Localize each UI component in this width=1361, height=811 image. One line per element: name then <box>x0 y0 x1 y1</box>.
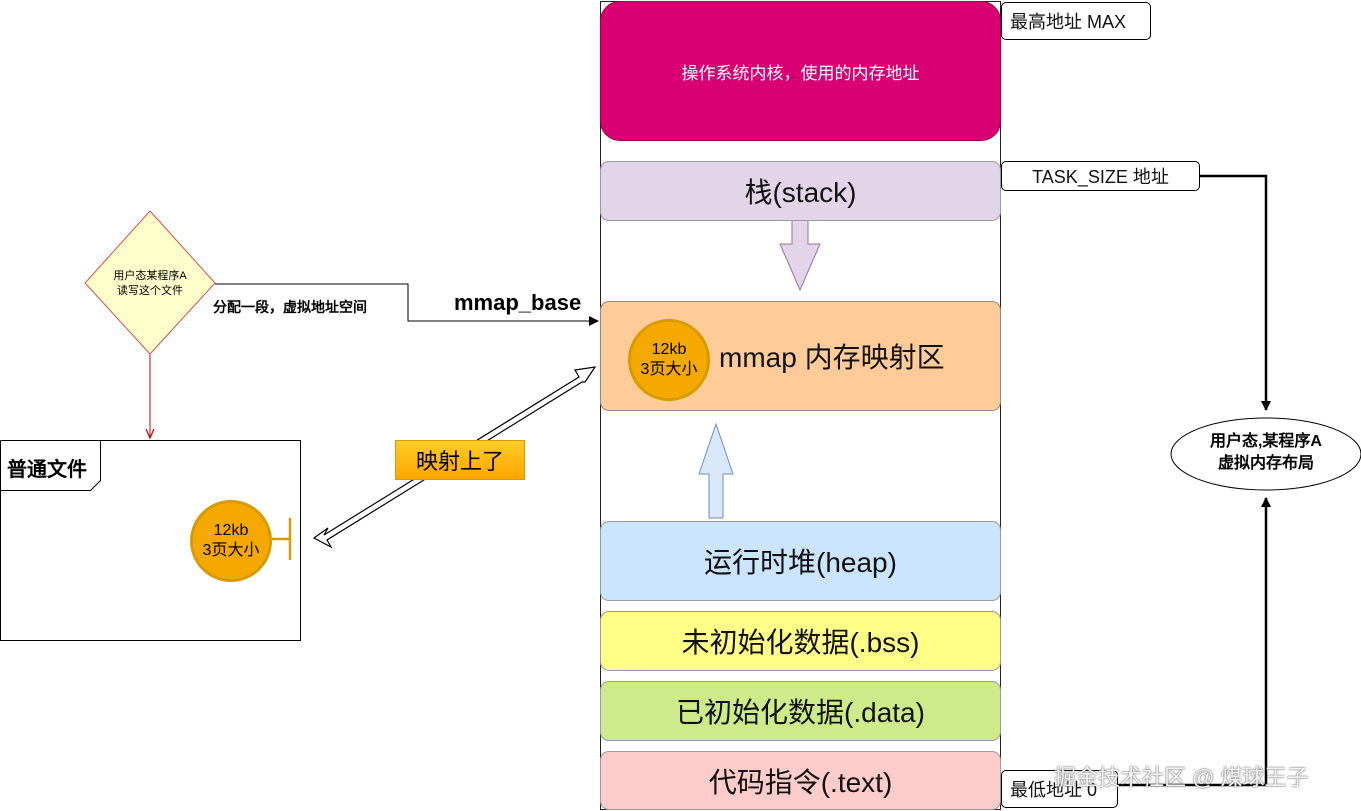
kernel-segment: 操作系统内核，使用的内存地址 <box>600 1 1001 141</box>
data-label: 已初始化数据(.data) <box>676 697 925 728</box>
bss-label: 未初始化数据(.bss) <box>681 627 920 658</box>
text-segment: 代码指令(.text) <box>600 751 1001 810</box>
task-size-text: TASK_SIZE 地址 <box>1032 167 1169 187</box>
diamond-line-1: 用户态某程序A <box>113 270 187 282</box>
diamond-text: 用户态某程序A 读写这个文件 <box>95 269 205 299</box>
mapped-label: 映射上了 <box>395 440 525 480</box>
mmap-chunk-circle: 12kb 3页大小 <box>628 319 710 401</box>
mmap-chunk-pages: 3页大小 <box>640 361 698 378</box>
program-diamond <box>84 210 216 355</box>
data-segment: 已初始化数据(.data) <box>600 681 1001 741</box>
program-to-mmap-connector <box>215 283 599 326</box>
layout-ellipse-text: 用户态,某程序A 虚拟内存布局 <box>1172 431 1360 475</box>
layout-ellipse <box>1170 417 1361 491</box>
file-chunk-size: 12kb <box>213 522 249 539</box>
watermark: 掘金技术社区 @ 煤球王子 <box>1054 765 1309 790</box>
max-address-text: 最高地址 MAX <box>1010 12 1127 32</box>
allocate-label: 分配一段，虚拟地址空间 <box>213 299 367 315</box>
stack-label: 栈(stack) <box>744 177 857 208</box>
heap-segment: 运行时堆(heap) <box>600 521 1001 601</box>
file-chunk-bracket <box>272 518 292 560</box>
text-label: 代码指令(.text) <box>708 766 893 798</box>
file-chunk-circle: 12kb 3页大小 <box>190 500 272 582</box>
file-title: 普通文件 <box>7 459 87 481</box>
stack-segment: 栈(stack) <box>600 161 1001 221</box>
heap-label: 运行时堆(heap) <box>704 547 897 578</box>
mmap-base-label: mmap_base <box>454 290 582 315</box>
min-address-label: 最低地址 0 <box>1001 770 1118 808</box>
layout-ellipse-line-1: 用户态,某程序A <box>1209 433 1322 450</box>
task-size-to-layout-arrow <box>1200 174 1271 411</box>
kernel-label: 操作系统内核，使用的内存地址 <box>681 63 920 83</box>
max-address-label: 最高地址 MAX <box>1001 2 1151 40</box>
bss-segment: 未初始化数据(.bss) <box>600 611 1001 671</box>
diamond-line-2: 读写这个文件 <box>117 285 183 297</box>
mmap-label: mmap 内存映射区 <box>719 342 945 373</box>
task-size-label: TASK_SIZE 地址 <box>1001 161 1200 191</box>
heap-growth-arrow <box>698 422 734 519</box>
min-to-layout-arrow <box>1118 497 1271 787</box>
mmap-chunk-size: 12kb <box>651 341 687 358</box>
stack-growth-arrow <box>779 219 821 292</box>
layout-ellipse-line-2: 虚拟内存布局 <box>1217 455 1314 472</box>
mapped-label-text: 映射上了 <box>415 449 504 474</box>
file-chunk-pages: 3页大小 <box>202 542 260 559</box>
min-address-text: 最低地址 0 <box>1010 780 1098 800</box>
